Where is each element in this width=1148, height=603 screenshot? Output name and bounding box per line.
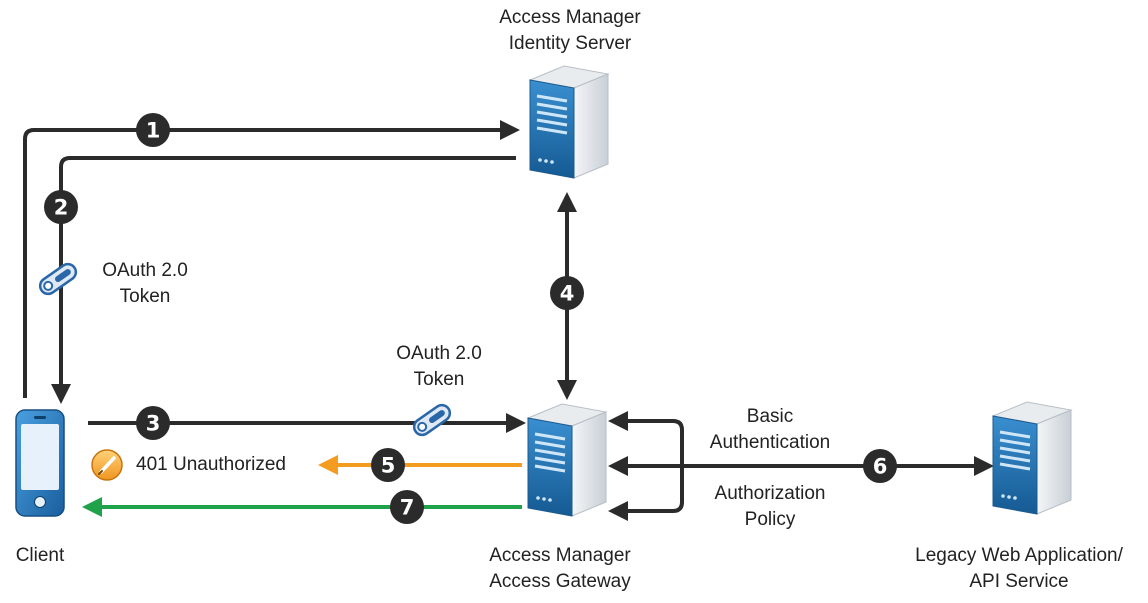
token-icon	[409, 400, 455, 440]
step-badge-circle	[136, 406, 170, 440]
authz-policy-line1: Authorization	[714, 483, 826, 504]
access-gateway-icon	[526, 402, 608, 518]
token-b-label-line1: OAuth 2.0	[396, 343, 482, 364]
basic-auth-line2: Authentication	[709, 432, 831, 453]
step-badge-circle	[390, 490, 424, 524]
step-badge-circle	[371, 448, 405, 482]
step-badge-circle	[550, 276, 584, 310]
authz-policy-line2: Policy	[744, 509, 796, 530]
legacy-label-line1: Legacy Web Application/	[915, 545, 1123, 566]
basic-auth-label: Basic Authentication	[690, 404, 850, 456]
step-badge-5: 5	[371, 448, 405, 482]
token-a-label: OAuth 2.0 Token	[90, 258, 200, 310]
step-badge-number: 5	[381, 454, 396, 478]
bracket-basic-auth	[608, 411, 684, 466]
unauthorized-text: 401 Unauthorized	[136, 454, 286, 475]
token-a-label-line1: OAuth 2.0	[102, 260, 188, 281]
identity-server-label-line1: Access Manager	[499, 7, 641, 28]
identity-server-label-line2: Identity Server	[508, 33, 632, 54]
client-label-text: Client	[15, 545, 65, 566]
step-badge-2: 2	[44, 190, 78, 224]
step-badge-number: 6	[873, 455, 888, 479]
token-a-label-line2: Token	[119, 286, 171, 307]
token-b-label: OAuth 2.0 Token	[384, 341, 494, 393]
phone-icon	[15, 409, 65, 517]
basic-auth-line1: Basic	[746, 406, 794, 427]
step-badge-circle	[863, 449, 897, 483]
step-badge-circle	[136, 113, 170, 147]
legacy-server-icon	[991, 400, 1073, 516]
unauthorized-label: 401 Unauthorized	[136, 452, 286, 478]
step-badge-6: 6	[863, 449, 897, 483]
step-badge-number: 4	[560, 282, 575, 306]
identity-server-label: Access Manager Identity Server	[470, 5, 670, 57]
step-badge-4: 4	[550, 276, 584, 310]
step-badge-7: 7	[390, 490, 424, 524]
step-badge-number: 7	[400, 496, 415, 520]
step-badge-number: 3	[146, 412, 161, 436]
step-badges: 1 2 3 4 5 6 7	[44, 113, 897, 524]
legacy-label-line2: API Service	[969, 571, 1069, 592]
arrow-step-1	[23, 120, 520, 398]
identity-server-icon	[528, 64, 610, 180]
legacy-label: Legacy Web Application/ API Service	[893, 543, 1145, 595]
access-gateway-label: Access Manager Access Gateway	[460, 543, 660, 595]
step-badge-number: 2	[54, 196, 69, 220]
bracket-authz-policy	[608, 466, 684, 521]
authz-policy-label: Authorization Policy	[690, 481, 850, 533]
token-b-label-line2: Token	[413, 369, 465, 390]
step-badge-circle	[44, 190, 78, 224]
token-icon	[35, 259, 81, 299]
step-badge-3: 3	[136, 406, 170, 440]
client-label: Client	[0, 543, 80, 569]
step-badge-1: 1	[136, 113, 170, 147]
access-gateway-label-line2: Access Gateway	[489, 571, 631, 592]
access-gateway-label-line1: Access Manager	[489, 545, 631, 566]
step-badge-number: 1	[146, 119, 161, 143]
arrow-step-2	[51, 156, 516, 404]
warning-icon	[91, 449, 123, 481]
